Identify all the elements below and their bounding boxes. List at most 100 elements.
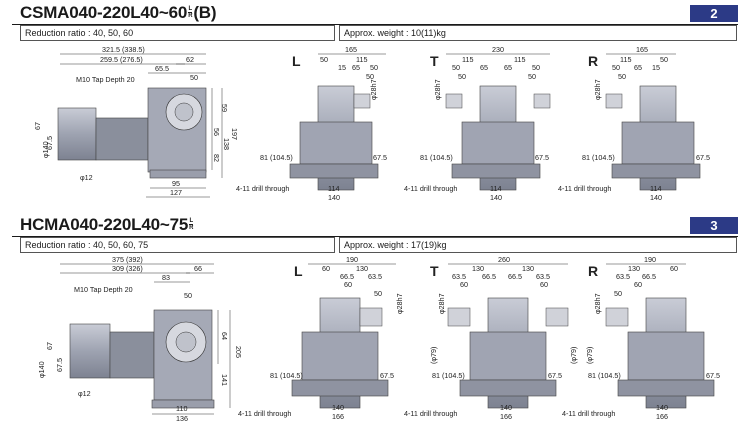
view-label: L bbox=[292, 53, 301, 69]
side-dim: 110 bbox=[176, 404, 187, 413]
view-dim: 166 bbox=[332, 412, 344, 421]
view-dim: 65 bbox=[504, 63, 512, 72]
view-dim: 166 bbox=[656, 412, 668, 421]
view-dim: 81 (104.5) bbox=[420, 153, 453, 162]
view-dim: 81 (104.5) bbox=[588, 371, 621, 380]
side-dim: 205 bbox=[234, 346, 243, 358]
title-rule bbox=[12, 24, 738, 25]
dimension-drawing: 375 (392) 309 (326) 66 83 50 205 64 141 … bbox=[37, 255, 720, 422]
shaft-diameter: φ28h7 bbox=[437, 293, 446, 314]
side-dim: 56 bbox=[212, 128, 221, 136]
view-dim: 130 bbox=[522, 264, 534, 273]
page-badge: 2 bbox=[690, 5, 738, 22]
view-dim: 81 (104.5) bbox=[432, 371, 465, 380]
side-dim: 83 bbox=[162, 273, 170, 282]
view-dim: 166 bbox=[500, 412, 512, 421]
motor-diameter: φ140 bbox=[41, 141, 50, 158]
shaft-diameter: φ28h7 bbox=[395, 293, 404, 314]
side-dim: 50 bbox=[190, 73, 198, 82]
view-dim: 63.5 bbox=[536, 272, 550, 281]
page-badge: 3 bbox=[690, 217, 738, 234]
view-dim: 15 bbox=[652, 63, 660, 72]
view-dim: 60 bbox=[540, 280, 548, 289]
side-dim: 50 bbox=[184, 291, 192, 300]
side-dim: 309 (326) bbox=[112, 264, 143, 273]
view-dim: 60 bbox=[344, 280, 352, 289]
view-dim: 66.5 bbox=[508, 272, 522, 281]
shaft-diameter: φ12 bbox=[78, 389, 91, 398]
view-r: R 165 115 50 50 65 15 50 φ28h7 81 (104.5… bbox=[558, 45, 710, 202]
side-view: 321.5 (338.5) 259.5 (276.5) 62 65.5 50 5… bbox=[33, 45, 239, 198]
view-dim: 114 bbox=[490, 184, 501, 193]
view-label: R bbox=[588, 263, 598, 279]
view-dim: 67.5 bbox=[548, 371, 562, 380]
view-dim: 50 bbox=[612, 63, 620, 72]
view-label: L bbox=[294, 263, 303, 279]
view-label: T bbox=[430, 53, 439, 69]
side-dim: 141 bbox=[220, 374, 229, 386]
view-dim: 140 bbox=[332, 403, 344, 412]
view-dim: 67.5 bbox=[373, 153, 387, 162]
view-top-dim: 260 bbox=[498, 255, 510, 264]
view-dim: 130 bbox=[628, 264, 640, 273]
side-dim: 321.5 (338.5) bbox=[102, 45, 145, 54]
side-view: 375 (392) 309 (326) 66 83 50 205 64 141 … bbox=[37, 255, 243, 422]
view-top-dim: 190 bbox=[644, 255, 656, 264]
drill-note: 4-11 drill through bbox=[404, 184, 457, 193]
view-dim: 63.5 bbox=[452, 272, 466, 281]
tap-note: M10 Tap Depth 20 bbox=[74, 285, 133, 294]
side-dim: 59 bbox=[220, 104, 229, 112]
side-dim: 136 bbox=[176, 414, 188, 422]
view-dim: 50 bbox=[618, 72, 626, 81]
side-dim: 62 bbox=[186, 55, 194, 64]
view-dim: 50 bbox=[374, 289, 382, 298]
view-dim: 65 bbox=[634, 63, 642, 72]
view-label: R bbox=[588, 53, 598, 69]
view-dim: 115 bbox=[514, 55, 525, 64]
view-dim: 81 (104.5) bbox=[582, 153, 615, 162]
side-dim: 259.5 (276.5) bbox=[100, 55, 143, 64]
view-dim: 114 bbox=[650, 184, 661, 193]
side-dim: 95 bbox=[172, 179, 180, 188]
side-dim: 66 bbox=[194, 264, 202, 273]
shaft-diameter: φ28h7 bbox=[433, 79, 442, 100]
side-dim: 67 bbox=[45, 342, 54, 350]
view-dim: 115 bbox=[462, 55, 473, 64]
view-dim: 60 bbox=[670, 264, 678, 273]
drill-note: 4-11 drill through bbox=[562, 409, 615, 418]
side-dim: 127 bbox=[170, 188, 182, 197]
view-dim: 130 bbox=[472, 264, 484, 273]
view-dim: 140 bbox=[328, 193, 340, 202]
view-t: T 260 130 130 63.5 66.5 66.5 63.5 60 60 … bbox=[404, 255, 578, 421]
view-dim: 67.5 bbox=[696, 153, 710, 162]
view-dim: 15 bbox=[338, 63, 346, 72]
drill-note: 4-11 drill through bbox=[558, 184, 611, 193]
view-top-dim: 165 bbox=[345, 45, 357, 54]
side-dim: 82 bbox=[212, 154, 221, 162]
shaft-diameter: φ12 bbox=[80, 173, 93, 182]
view-dim: 115 bbox=[356, 55, 367, 64]
shaft-diameter: φ28h7 bbox=[369, 79, 378, 100]
view-dim: 140 bbox=[650, 193, 662, 202]
view-dim: 67.5 bbox=[380, 371, 394, 380]
side-dim: 197 bbox=[230, 128, 239, 140]
weight-box: Approx. weight : 17(19)kg bbox=[339, 237, 737, 253]
view-dim: 81 (104.5) bbox=[260, 153, 293, 162]
view-l: L 165 50 115 15 65 50 50 φ28h7 81 (104.5… bbox=[236, 45, 387, 202]
view-dim: 67.5 bbox=[535, 153, 549, 162]
view-top-dim: 165 bbox=[636, 45, 648, 54]
view-dim: 50 bbox=[660, 55, 668, 64]
side-dim: 375 (392) bbox=[112, 255, 143, 264]
side-dim: 67.5 bbox=[45, 136, 54, 150]
weight-box: Approx. weight : 10(11)kg bbox=[339, 25, 737, 41]
view-dim: (φ79) bbox=[569, 347, 578, 364]
drill-note: 4-11 drill through bbox=[236, 184, 289, 193]
view-dim: 65 bbox=[352, 63, 360, 72]
view-dim: 66.5 bbox=[340, 272, 354, 281]
view-dim: 50 bbox=[366, 72, 374, 81]
motor-diameter: φ140 bbox=[37, 361, 46, 378]
